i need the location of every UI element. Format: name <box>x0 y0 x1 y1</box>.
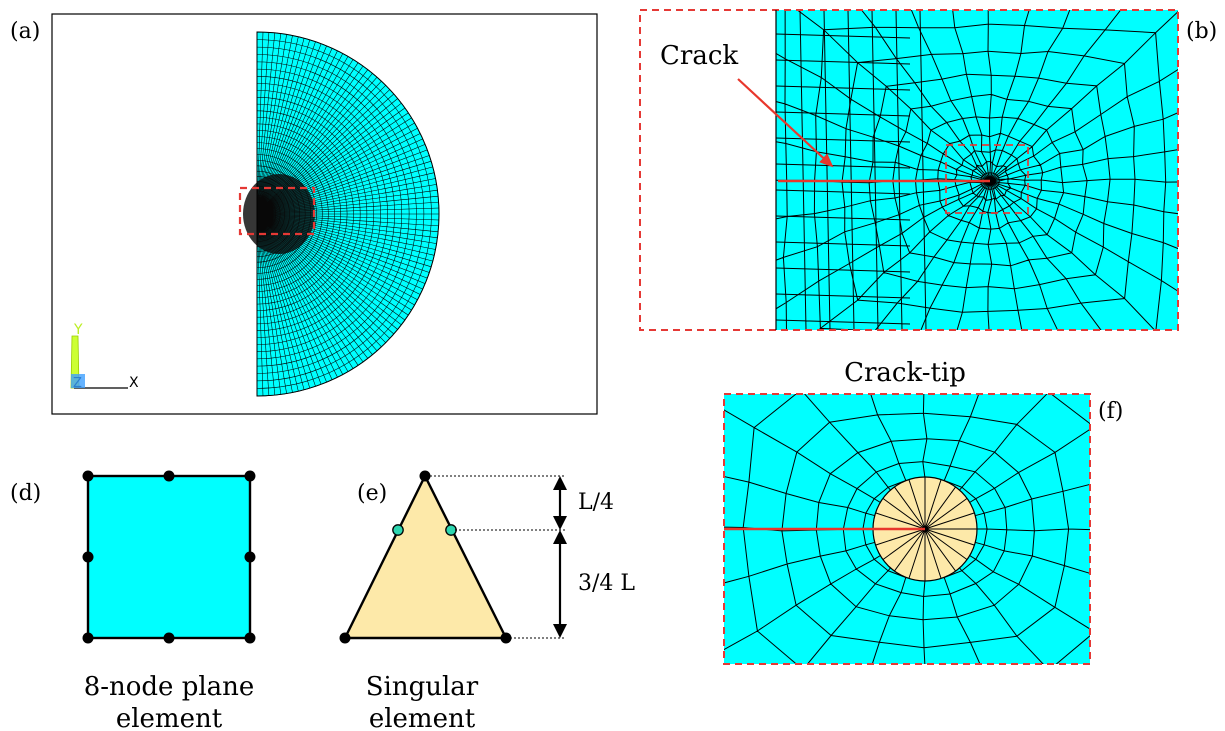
panel-e: (e) L/4 3/4 L Singular element <box>339 470 635 731</box>
panel-f-label: (f) <box>1098 399 1123 424</box>
coordinate-triad: Y X Z <box>70 322 139 391</box>
panel-b-label: (b) <box>1186 19 1217 44</box>
node-7 <box>82 632 94 644</box>
panel-d: (d) 8-node plane element <box>10 470 256 731</box>
zoom-box-b <box>945 144 1029 214</box>
eight-node-element <box>86 474 252 640</box>
caption-e-line1: Singular <box>366 672 479 702</box>
singular-element <box>343 473 508 640</box>
y-axis-label: Y <box>73 322 83 338</box>
node-1 <box>82 470 94 482</box>
quarter-point-node-left <box>392 524 404 536</box>
dim-label-bottom: 3/4 L <box>578 571 635 596</box>
node-4 <box>244 551 256 563</box>
panel-f-frame <box>723 393 1091 665</box>
mesh-b-background <box>776 10 1178 330</box>
zoom-box-a <box>238 186 316 236</box>
panel-f: Crack-tip (f) <box>723 358 1123 665</box>
node-2 <box>163 470 175 482</box>
panel-b-frame <box>639 9 1179 331</box>
quarter-point-node-right <box>445 524 457 536</box>
panel-e-label: (e) <box>357 481 387 506</box>
node-6 <box>163 632 175 644</box>
fan-lines <box>873 477 977 581</box>
dim-label-top: L/4 <box>578 490 614 515</box>
panel-a: (a) Y X Z <box>10 13 598 415</box>
panel-a-label: (a) <box>10 19 40 44</box>
dim-quarter-arrows <box>553 476 567 530</box>
caption-e-line2: element <box>369 704 476 731</box>
panel-b: (b) Crack <box>639 9 1217 331</box>
dimension-lines <box>430 475 567 639</box>
crack-tip-title: Crack-tip <box>844 358 966 388</box>
half-disk-mesh <box>243 31 440 397</box>
node-3 <box>244 470 256 482</box>
corner-node-right <box>500 632 512 644</box>
refined-core <box>243 174 315 254</box>
eight-node-element-nodes <box>82 470 256 644</box>
node-5 <box>244 632 256 644</box>
z-axis-marker <box>71 374 85 388</box>
x-axis-label: X <box>129 375 139 391</box>
crack-label: Crack <box>660 41 738 71</box>
panel-d-label: (d) <box>10 481 41 506</box>
apex-node <box>419 470 431 482</box>
corner-node-left <box>339 632 351 644</box>
node-8 <box>82 551 94 563</box>
singular-element-nodes <box>339 470 512 644</box>
mesh-grid-left <box>776 10 927 330</box>
singular-element-fan <box>873 477 977 581</box>
z-axis-label: Z <box>73 376 82 391</box>
caption-d-line1: 8-node plane <box>84 672 255 702</box>
caption-d-line2: element <box>116 704 223 731</box>
crack-arrow <box>737 78 834 168</box>
